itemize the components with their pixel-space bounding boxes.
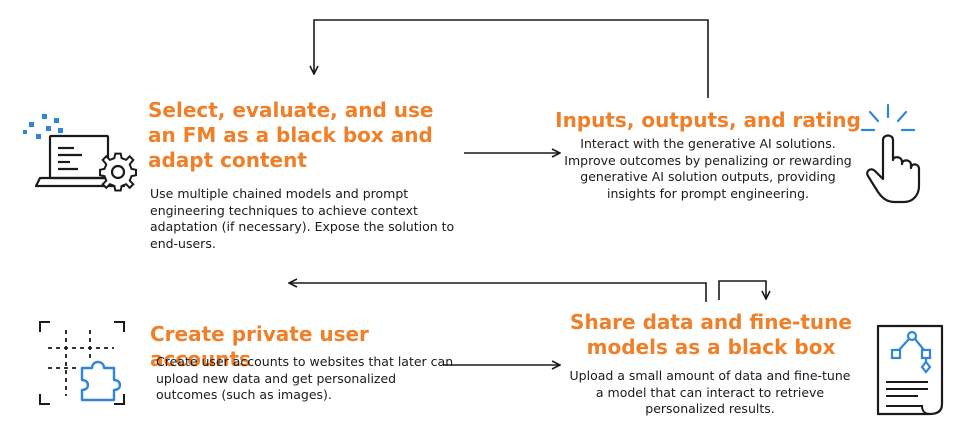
inputs-step-description: Interact with the generative AI solution… bbox=[564, 136, 852, 201]
accounts-step-description: Create user accounts to websites that la… bbox=[156, 354, 454, 402]
select-step-description: Use multiple chained models and prompt e… bbox=[150, 186, 455, 251]
share-step-description: Upload a small amount of data and fine-t… bbox=[569, 368, 851, 416]
arrow-inputs-to-select bbox=[314, 19, 709, 98]
select-step-title: Select, evaluate, and use an FM as a bla… bbox=[148, 98, 434, 172]
accounts-step-title: Create private user accounts bbox=[150, 322, 369, 371]
arrow-share-to-select bbox=[289, 283, 707, 302]
inputs-step-title: Inputs, outputs, and rating bbox=[555, 108, 861, 132]
laptop-gear-icon bbox=[23, 114, 137, 192]
pointing-hand-icon bbox=[860, 103, 921, 204]
arrow-share-loop bbox=[718, 280, 766, 300]
share-step-title: Share data and fine-tune models as a bla… bbox=[570, 310, 852, 359]
flow-document-icon bbox=[876, 324, 944, 416]
puzzle-piece-icon bbox=[39, 321, 125, 405]
